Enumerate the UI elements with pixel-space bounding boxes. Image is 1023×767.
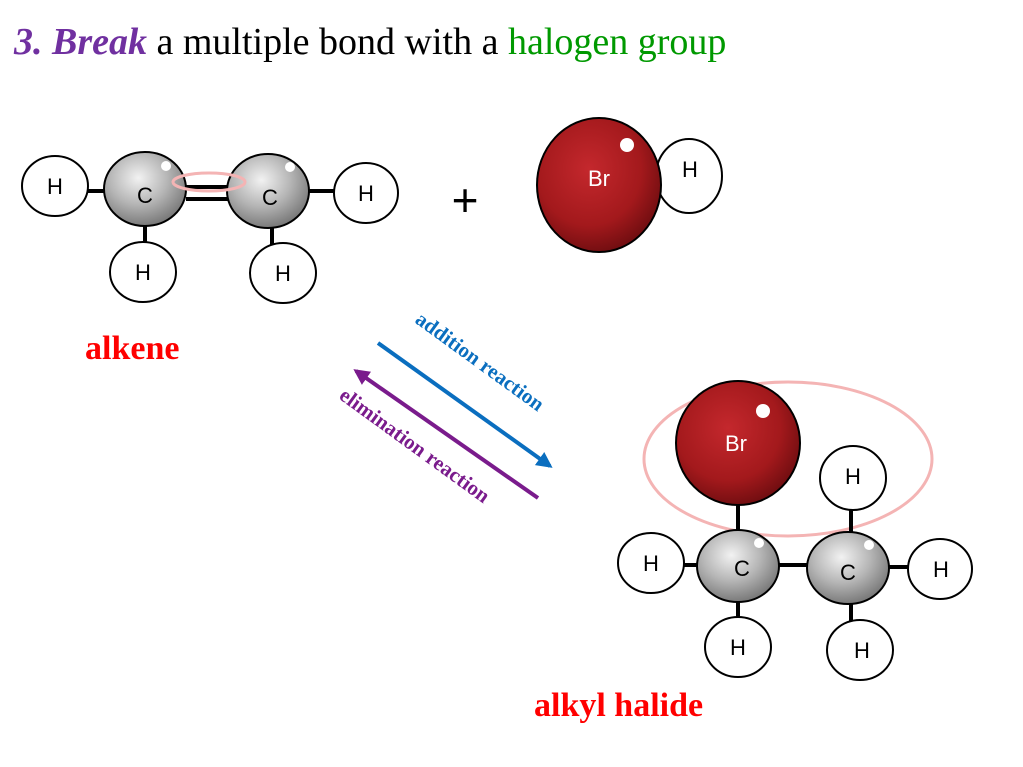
atom-label: C [137, 183, 153, 208]
atom-label: H [358, 181, 374, 206]
page-title: 3. Break a multiple bond with a halogen … [14, 20, 726, 64]
title-middle: a multiple bond with a [156, 21, 499, 63]
carbon-atom: C [696, 529, 780, 603]
hydrogen-atom: H [249, 242, 317, 304]
atom-label: H [275, 261, 291, 286]
atom-label: H [845, 464, 861, 489]
atom-label: H [47, 174, 63, 199]
carbon-atom: C [103, 151, 187, 227]
title-highlight: halogen group [507, 21, 727, 63]
addition-reaction-label: addition reaction [411, 307, 549, 417]
carbon-atom: C [806, 531, 890, 605]
plus-sign: + [452, 174, 479, 226]
hydrogen-atom: H [907, 538, 973, 600]
addition-arrow [376, 341, 553, 468]
atom-label: H [643, 551, 659, 576]
title-break-word: Break [52, 21, 147, 63]
title-number: 3. [14, 21, 43, 63]
alkene-molecule: H H H H C C [21, 151, 399, 304]
reaction-arrows: addition reaction elimination reaction [335, 307, 553, 508]
atom-label: H [933, 557, 949, 582]
hydrogen-atom: H [617, 532, 685, 594]
hydrogen-atom: H [21, 155, 89, 217]
carbon-atom: C [226, 153, 310, 229]
atom-label: H [135, 260, 151, 285]
atom-label: Br [725, 431, 747, 456]
halogen-group-highlight [642, 380, 934, 538]
atom-label: C [734, 556, 750, 581]
hydrogen-bromide-molecule: H Br [536, 117, 723, 253]
atom-label: C [262, 185, 278, 210]
hydrogen-atom: H [333, 162, 399, 224]
atom-label: H [730, 635, 746, 660]
alkyl-halide-caption: alkyl halide [534, 687, 703, 724]
hydrogen-atom: H [655, 138, 723, 214]
hydrogen-atom: H [109, 241, 177, 303]
bromine-atom: Br [536, 117, 662, 253]
hydrogen-atom: H [826, 619, 894, 681]
double-bond-highlight [171, 171, 247, 193]
atom-label: H [682, 157, 698, 182]
alkene-caption: alkene [85, 330, 179, 367]
elimination-arrow [353, 369, 540, 500]
atom-label: Br [588, 166, 610, 191]
atom-label: C [840, 560, 856, 585]
elimination-reaction-label: elimination reaction [335, 383, 495, 508]
hydrogen-atom: H [704, 616, 772, 678]
hydrogen-atom: H [819, 445, 887, 511]
title-emphasis: 3. Break [14, 21, 147, 63]
bromine-atom: Br [675, 380, 801, 506]
atom-label: H [854, 638, 870, 663]
alkyl-halide-molecule: Br H H H H H C [617, 380, 973, 681]
